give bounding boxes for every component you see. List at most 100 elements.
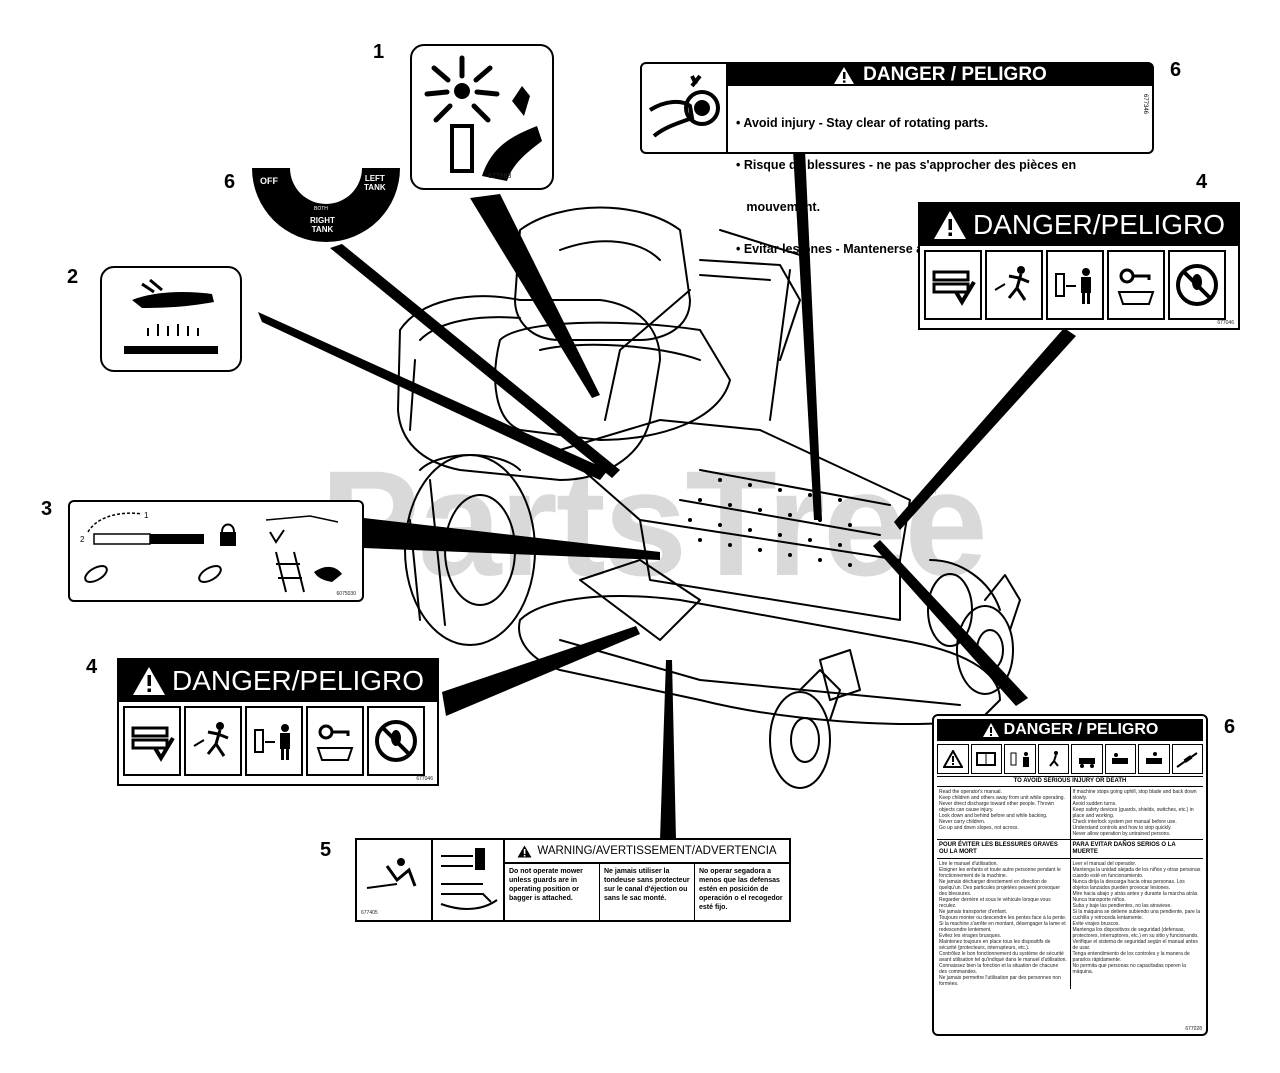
decal-4-right-pictograms [920,246,1238,324]
decal-3-part-no: 6075030 [336,591,356,597]
callout-5: 5 [320,839,332,861]
callout-6-fuel: 6 [224,171,236,193]
thrown-objects-icon [184,706,242,776]
keep-distance-icon [1004,744,1036,774]
warning-triangle-icon [833,66,855,85]
decal-4-right-title: DANGER/PELIGRO [972,209,1226,240]
instruction-line: Connaissez bien la fonction et la situat… [939,963,1059,975]
decal-6-fuel-selector: OFF LEFT TANK BOTH RIGHT TANK [252,168,400,248]
instruction-line: Tenga entendimiento de los controles y l… [1072,951,1190,963]
rider-icon [1138,744,1170,774]
fuel-right-tank-label: RIGHT TANK [310,216,335,234]
decal-6-sub-fr: POUR ÉVITER LES BLESSURES GRAVES OU LA M… [937,840,1071,858]
decal-4-right-part-no: 677046 [1217,320,1234,326]
instruction-line: Evitez les virages brusques. [939,933,1002,939]
instruction-line: If machine stops going uphill, stop blad… [1072,789,1197,801]
fuel-selector-shape [252,168,400,242]
instruction-line: Si la máquina se detiene subiendo una pe… [1072,909,1201,921]
instruction-line: Keep safety devices (guards, shields, sw… [1072,807,1194,819]
rotating-hazard-icon [424,55,542,181]
decal-6-title: DANGER / PELIGRO [1003,721,1159,738]
callout-6-big: 6 [1224,716,1236,738]
no-riders-icon [367,706,425,776]
warning-triangle-icon [517,845,532,858]
rotating-parts-line: • Avoid injury - Stay clear of rotating … [736,116,989,130]
rotating-parts-title: DANGER / PELIGRO [863,64,1047,85]
callout-3: 3 [41,498,53,520]
alert-icon [937,744,969,774]
instruction-line: Nunca dirija la descarga hacia otras per… [1072,879,1185,891]
fuel-both-label: BOTH [314,206,328,212]
hand-shaft-icon [648,74,720,138]
svg-text:1: 1 [144,511,149,520]
instruction-line: Si la machine s'arrête en montant, désen… [939,921,1066,933]
instruction-line: Ne jamais décharger directement en direc… [939,879,1061,897]
backing-icon [1104,744,1136,774]
warning-triangle-icon [933,210,967,240]
decal-5-part-no: 677405 [361,910,378,916]
decal-4-left-banner: DANGER/PELIGRO [119,660,437,702]
svg-text:2: 2 [80,535,85,544]
remove-key-icon [1107,250,1165,320]
instruction-line: Toujours monter ou descendre les pentes … [939,915,1067,921]
instruction-line: Mire hacia abajo y atrás antes y durante… [1072,891,1199,897]
rotating-parts-pictogram [642,64,728,152]
instruction-line: Check interlock system per manual before… [1072,819,1177,825]
callout-4-right: 4 [1196,171,1208,193]
instruction-line: Suba y baje las pendientes, no las atrav… [1072,903,1172,909]
slope-icon [1171,744,1203,774]
decal-4-right: DANGER/PELIGRO 677046 [918,202,1240,330]
instruction-line: Ne jamais transporter d'enfant. [939,909,1008,915]
instruction-line: Look down and behind before and while ba… [939,813,1048,819]
decal-5-header-text: WARNING/AVERTISSEMENT/ADVERTENCIA [537,845,777,857]
thrown-debris-icon [366,858,417,889]
callout-6-top: 6 [1170,59,1182,81]
decal-6-pictogram-row [934,744,1206,774]
decal-4-left-part-no: 677046 [416,776,433,782]
no-children-icon [1071,744,1103,774]
rotating-parts-banner: DANGER / PELIGRO [728,64,1152,86]
warning-triangle-icon [132,666,166,696]
decal-6-rotating-parts: DANGER / PELIGRO • Avoid injury - Stay c… [640,62,1154,256]
decal-5-pictogram-a: 677405 [357,840,433,920]
instruction-line: Never carry children. [939,819,986,825]
decal-1-entanglement: 677688 [410,44,554,190]
thrown-objects-icon [985,250,1043,320]
decal-4-left-pictograms [119,702,437,780]
instruction-line: Nunca transporte niños. [1072,897,1126,903]
instruction-line: Evite virajes bruscos. [1072,921,1120,927]
decal-5-header: WARNING/AVERTISSEMENT/ADVERTENCIA [505,840,789,864]
read-manual-icon [924,250,982,320]
decal-5-pictogram-b [433,840,505,920]
decal-6-en-right: If machine stops going uphill, stop blad… [1071,787,1204,839]
instruction-line: Lire le manuel d'utilisation. [939,861,998,867]
read-manual-icon [123,706,181,776]
deck-lock-diagram: 1 2 [80,511,342,593]
decal-6-fr-column: Lire le manuel d'utilisation. Eloigner l… [937,859,1071,989]
decal-5-columns: Do not operate mower unless guards are i… [505,864,789,920]
decal-6-fr-es-section: Lire le manuel d'utilisation. Eloigner l… [937,859,1203,989]
decal-6-sub-en: TO AVOID SERIOUS INJURY OR DEATH [937,776,1203,787]
decal-6-banner: DANGER / PELIGRO [937,719,1203,741]
decal-6-en-section: Read the operator's manual. Keep childre… [937,787,1203,839]
decal-4-left: DANGER/PELIGRO 677046 [117,658,439,786]
callout-2: 2 [67,266,79,288]
decal-6-part-no: 677028 [1185,1026,1202,1032]
instruction-line: Never direct discharge toward other peop… [939,801,1054,813]
rotating-parts-part-no: 677346 [1142,94,1148,115]
instruction-line: Go up and down slopes, not across. [939,825,1019,831]
decal-1-part-no: 677688 [488,173,512,180]
instruction-line: Maintenez toujours en place tous les dis… [939,939,1051,951]
instruction-line: Keep children and others away from unit … [939,795,1065,801]
decal-4-left-title: DANGER/PELIGRO [171,665,425,696]
instruction-line: No permita que personas no capacitadas o… [1072,963,1186,975]
decal-5-text-es: No operar segadora a menos que las defen… [699,868,783,911]
decal-6-safety-instructions: DANGER / PELIGRO TO AVOID SERIOUS INJURY… [932,714,1208,1036]
decal-5-text-en: Do not operate mower unless guards are i… [505,864,600,920]
decal-6-sub-row: POUR ÉVITER LES BLESSURES GRAVES OU LA M… [937,839,1203,859]
fuel-left-tank-label: LEFT TANK [364,174,386,192]
instruction-line: Avoid sudden turns. [1072,801,1117,807]
decal-3-deck-lock: 1 2 6075030 [68,500,364,602]
